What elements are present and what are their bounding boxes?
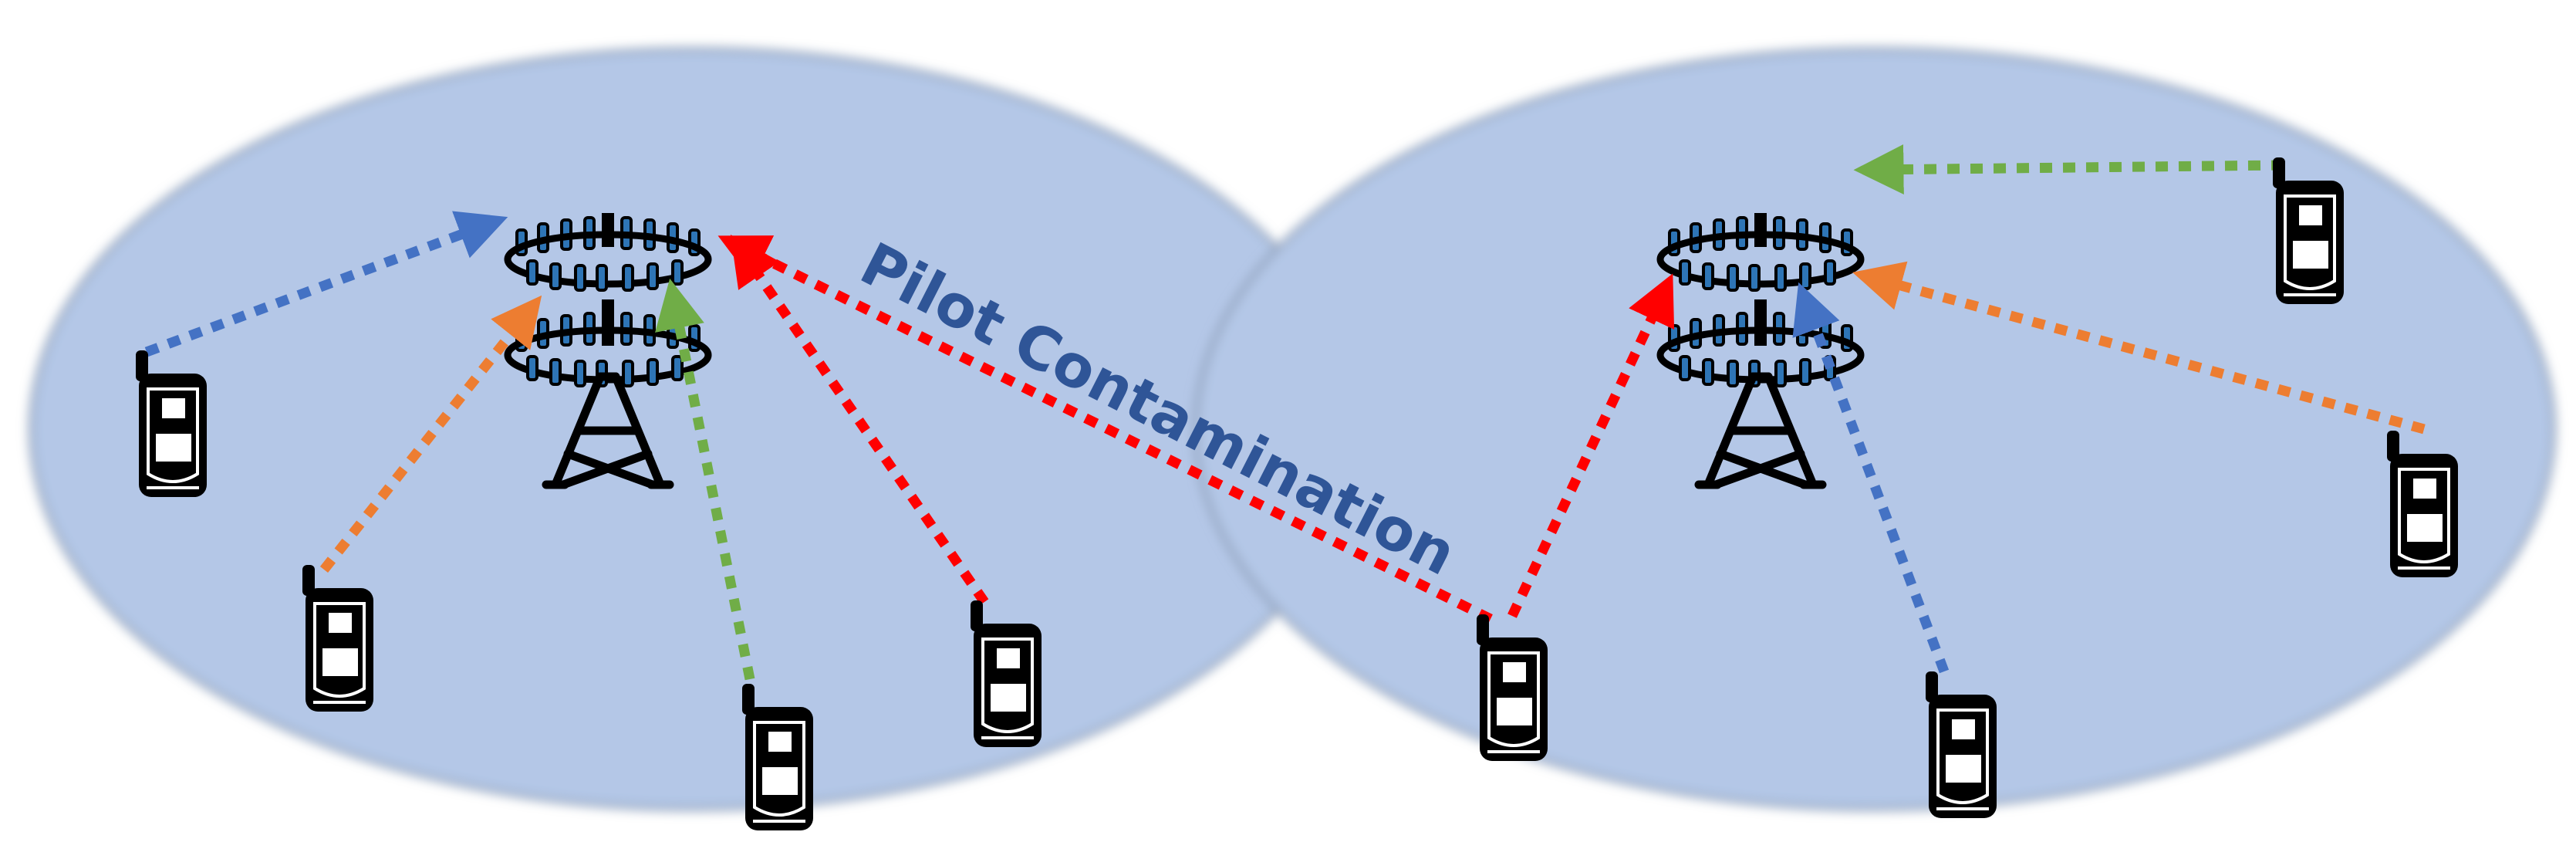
cell-right (1193, 47, 2556, 811)
uplink-arrow-red (1507, 273, 1675, 618)
uplink-arrow-blue (144, 211, 508, 357)
uplink-arrow-green (655, 278, 755, 681)
uplink-arrow-orange (319, 295, 542, 573)
uplink-arrow-red (730, 234, 989, 605)
interference-arrow-red (717, 235, 1493, 624)
uplink-arrow-blue (1792, 282, 1950, 674)
uplink-arrow-orange (1852, 261, 2426, 435)
